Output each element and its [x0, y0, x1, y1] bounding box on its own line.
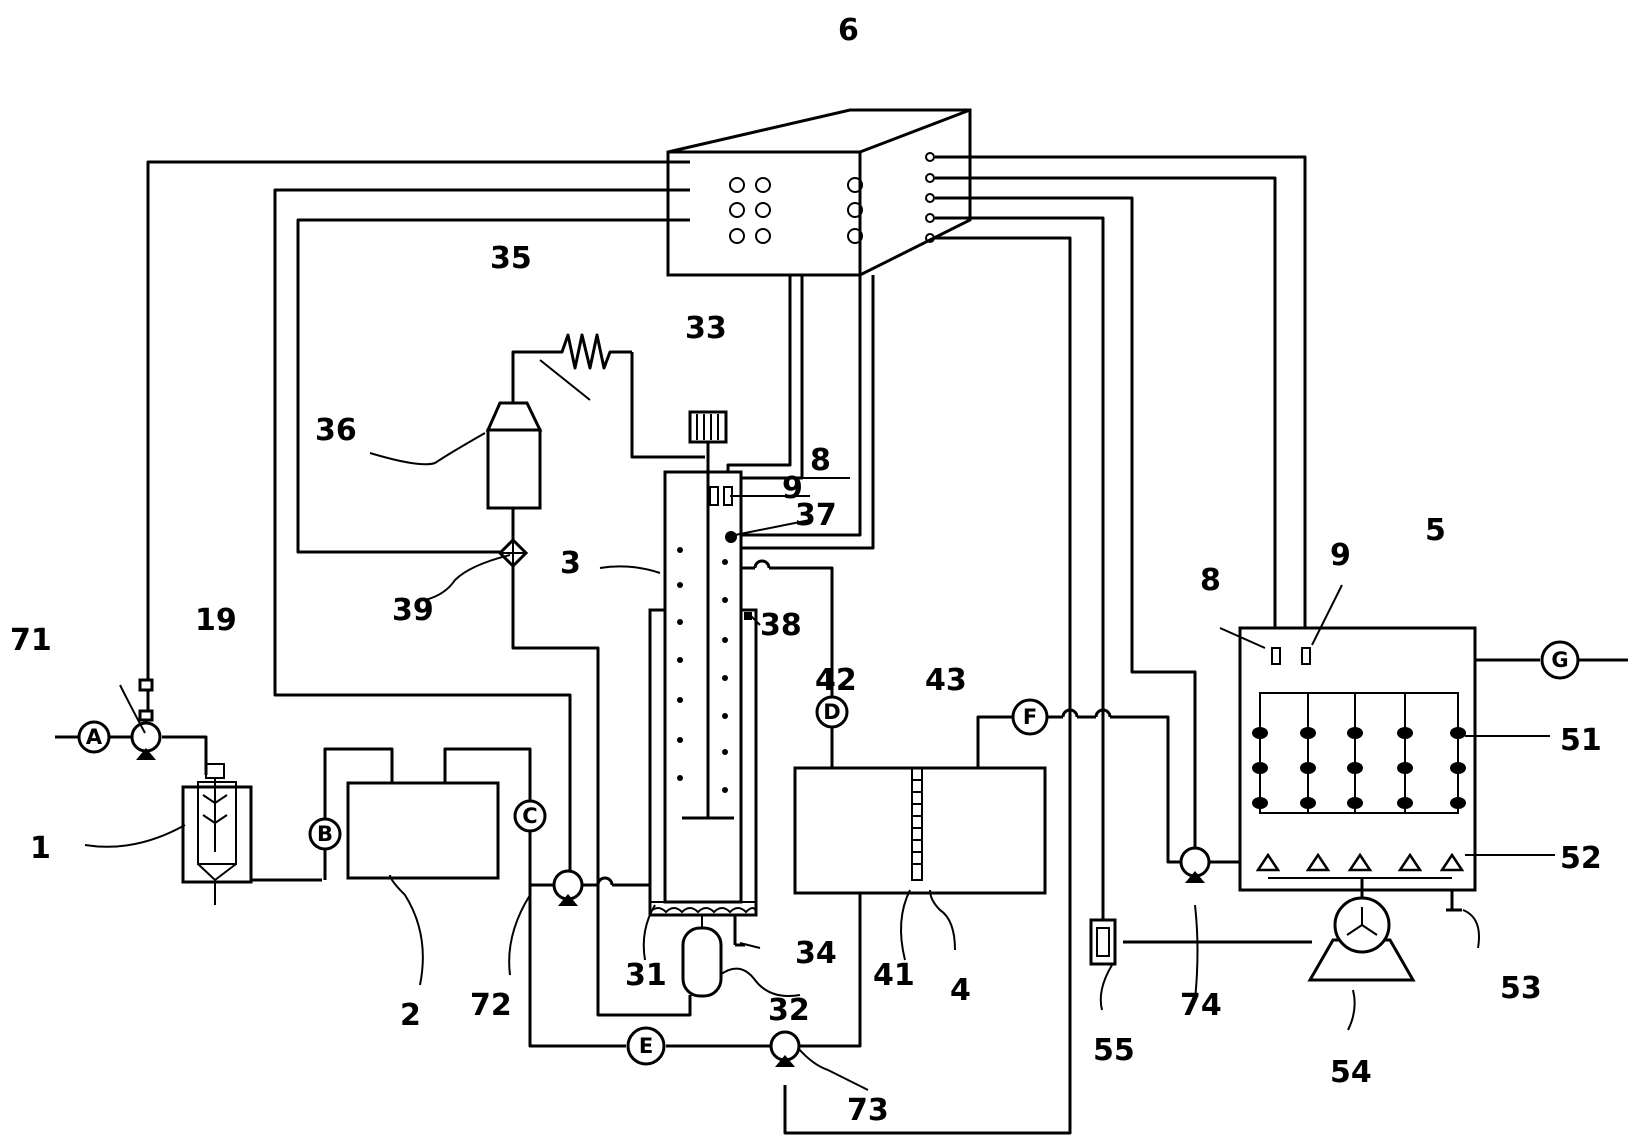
label-9-tank5: 9: [1330, 538, 1351, 573]
aerators-52: [1255, 852, 1465, 879]
callout-labels: 1 2 3 4 5 6 8 9 8 9 19 31 32 33 34 35 36…: [10, 13, 1602, 1128]
meter-G: G: [1540, 640, 1580, 680]
meter-E: E: [626, 1026, 666, 1066]
label-33: 33: [685, 311, 727, 346]
label-8-reactor: 8: [810, 443, 831, 478]
label-37: 37: [795, 498, 837, 533]
meter-C: C: [513, 799, 547, 833]
svg-text:G: G: [1551, 648, 1568, 672]
svg-text:A: A: [86, 725, 103, 749]
valve-19: [138, 678, 154, 692]
label-73: 73: [847, 1093, 889, 1128]
settling-tank-4: [793, 766, 1047, 895]
blower-54: [1307, 878, 1416, 982]
meter-B: B: [308, 817, 342, 851]
reactor-3: [648, 410, 758, 947]
condenser-36: [485, 401, 543, 510]
flowmeter-55: [1089, 918, 1117, 966]
label-39: 39: [392, 593, 434, 628]
pump-71: [130, 709, 162, 760]
label-54: 54: [1330, 1055, 1372, 1090]
label-41: 41: [873, 958, 915, 993]
process-pipes: [55, 333, 1628, 1048]
meter-A: A: [77, 720, 111, 754]
label-32: 32: [768, 993, 810, 1028]
label-51: 51: [1560, 723, 1602, 758]
label-55: 55: [1093, 1033, 1135, 1068]
pump-73: [769, 1030, 801, 1067]
label-9-reactor: 9: [782, 471, 803, 506]
bioreactor-5: [1238, 626, 1477, 912]
label-42: 42: [815, 663, 857, 698]
label-34: 34: [795, 936, 837, 971]
pump-72: [552, 869, 584, 906]
label-38: 38: [760, 608, 802, 643]
label-8-tank5: 8: [1200, 563, 1221, 598]
collector-32: [681, 915, 723, 998]
label-71: 71: [10, 623, 52, 658]
bubbles: [677, 547, 728, 793]
label-43: 43: [925, 663, 967, 698]
label-74: 74: [1180, 988, 1222, 1023]
label-5: 5: [1425, 513, 1446, 548]
label-35: 35: [490, 241, 532, 276]
label-19: 19: [195, 603, 237, 638]
control-box: [666, 108, 972, 277]
label-2: 2: [400, 998, 421, 1033]
svg-text:C: C: [522, 804, 537, 828]
control-knobs: [729, 177, 863, 244]
label-1: 1: [30, 831, 51, 866]
meter-F: F: [1011, 698, 1049, 736]
control-ports: [925, 152, 935, 243]
label-3: 3: [560, 546, 581, 581]
svg-text:D: D: [823, 700, 840, 724]
pump-74: [1179, 846, 1211, 883]
meter-D: D: [815, 695, 849, 729]
label-36: 36: [315, 413, 357, 448]
label-31: 31: [625, 958, 667, 993]
label-4: 4: [950, 973, 971, 1008]
label-72: 72: [470, 988, 512, 1023]
valve-39: [497, 537, 529, 569]
svg-text:B: B: [317, 822, 333, 846]
biofilm-carriers: [1252, 727, 1466, 809]
label-53: 53: [1500, 971, 1542, 1006]
label-6: 6: [838, 13, 859, 48]
label-52: 52: [1560, 841, 1602, 876]
svg-text:E: E: [639, 1034, 653, 1058]
mixing-tank-1: [181, 763, 253, 905]
tank-2: [346, 781, 500, 880]
leader-lines: [84, 359, 1555, 1091]
svg-text:F: F: [1023, 705, 1037, 729]
